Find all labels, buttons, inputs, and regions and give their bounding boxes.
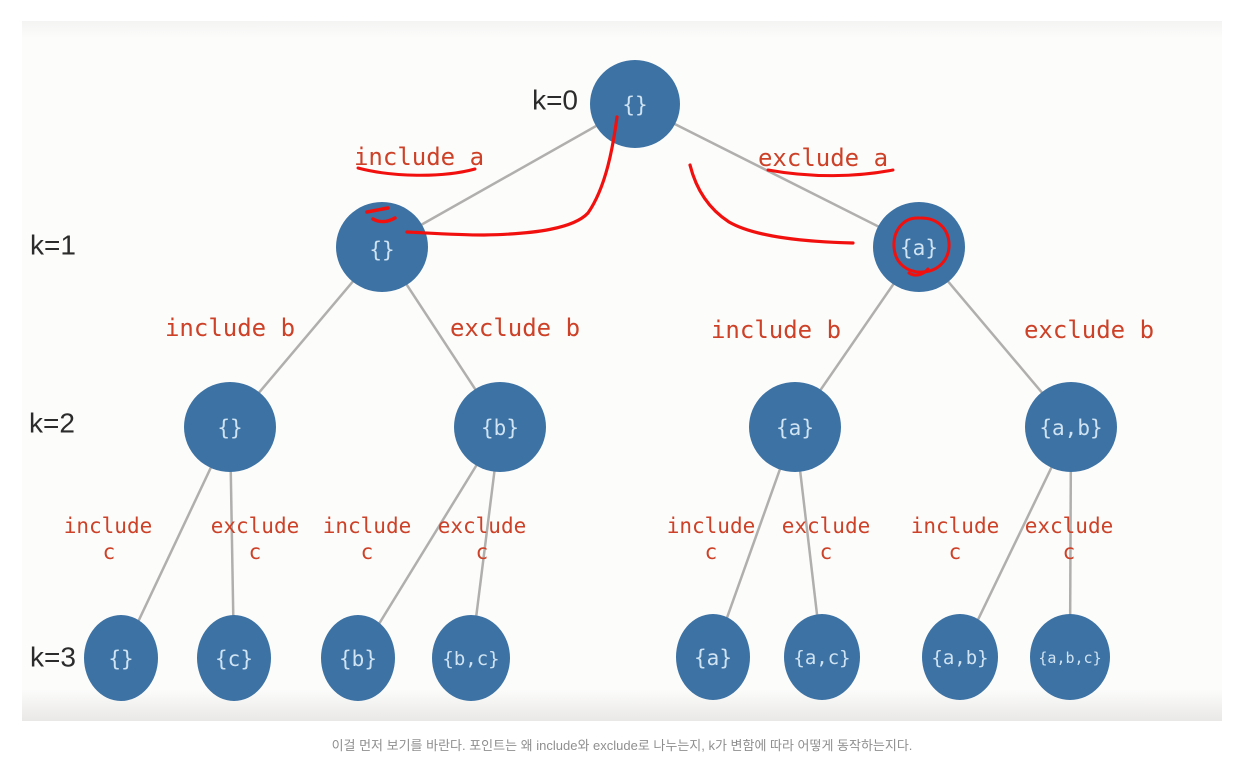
node-label: {c} — [215, 647, 253, 671]
node-label: {a,b} — [931, 647, 988, 669]
level-label-k1: k=1 — [30, 230, 76, 261]
edge-root-k1right — [634, 102, 920, 249]
figure-caption: 이걸 먼저 보기를 바란다. 포인트는 왜 include와 exclude로 … — [331, 738, 913, 753]
branch-label-include-c-1: include c — [64, 514, 153, 564]
branch-label-include-b-left: include b — [165, 314, 295, 342]
node-label: {} — [217, 416, 242, 440]
tree-node-k3-7: {a,b} — [922, 614, 998, 700]
tree-node-k2-2: {b} — [454, 382, 546, 472]
node-circle — [454, 382, 546, 472]
level-label-k0: k=0 — [532, 85, 578, 116]
level-labels: k=0 k=1 k=2 k=3 — [29, 85, 578, 673]
branch-item: c — [476, 540, 489, 564]
node-circle — [922, 614, 998, 700]
tree-node-k2-1: {} — [184, 382, 276, 472]
node-circle — [590, 60, 680, 148]
tree-node-k1-right: {a} — [873, 202, 965, 292]
tree-nodes: {} {} {a} {} {b} {a} {a,b} {} — [84, 60, 1117, 701]
branch-label-exclude-b-right: exclude b — [1024, 316, 1154, 344]
node-label: {a,b,c} — [1038, 649, 1101, 667]
node-circle — [1030, 614, 1110, 700]
branch-label-exclude-a: exclude a — [758, 144, 888, 172]
node-label: {a} — [694, 646, 732, 670]
branch-word: include — [911, 514, 1000, 538]
tree-node-k3-2: {c} — [197, 615, 271, 701]
node-label: {a} — [900, 236, 938, 260]
branch-word: exclude — [1025, 514, 1114, 538]
red-circle-tail — [907, 267, 930, 277]
branch-label-exclude-c-1: exclude c — [211, 514, 300, 564]
node-circle — [784, 614, 860, 700]
red-underline-include-a — [356, 166, 477, 177]
node-label: {b} — [339, 647, 377, 671]
node-label: {a} — [776, 416, 814, 440]
red-pen-annotations — [356, 115, 951, 277]
node-circle — [749, 382, 841, 472]
red-tick-upper — [365, 206, 390, 214]
red-tick-lower — [371, 216, 397, 224]
branch-label-exclude-c-2: exclude c — [438, 514, 527, 564]
node-label: {b,c} — [442, 648, 499, 670]
node-circle — [336, 202, 428, 292]
tree-node-k3-4: {b,c} — [432, 615, 510, 701]
branch-word: include — [323, 514, 412, 538]
subset-tree-diagram: {} {} {a} {} {b} {a} {a,b} {} — [29, 60, 1154, 701]
node-circle — [321, 615, 395, 701]
tree-node-k3-8: {a,b,c} — [1030, 614, 1110, 700]
red-stroke-root-to-left — [405, 115, 619, 237]
branch-word: include — [64, 514, 153, 538]
node-circle — [197, 615, 271, 701]
node-circle — [184, 382, 276, 472]
node-label: {} — [108, 647, 133, 671]
branch-label-include-c-4: include c — [911, 514, 1000, 564]
tree-node-k3-3: {b} — [321, 615, 395, 701]
tree-node-k3-6: {a,c} — [784, 614, 860, 700]
tree-node-k3-1: {} — [84, 615, 158, 701]
branch-item: c — [1063, 540, 1076, 564]
level-label-k3: k=3 — [30, 642, 76, 673]
branch-item: c — [249, 540, 262, 564]
edge-root-k1left — [381, 102, 636, 249]
node-circle — [432, 615, 510, 701]
node-circle — [676, 614, 750, 700]
branch-label-include-c-3: include c — [667, 514, 756, 564]
tree-node-k3-5: {a} — [676, 614, 750, 700]
branch-word: exclude — [211, 514, 300, 538]
tree-node-k2-4: {a,b} — [1025, 382, 1117, 472]
node-circle — [1025, 382, 1117, 472]
branch-word: include — [667, 514, 756, 538]
node-circle — [84, 615, 158, 701]
branch-word: exclude — [438, 514, 527, 538]
branch-item: c — [820, 540, 833, 564]
branch-label-exclude-b-left: exclude b — [450, 314, 580, 342]
node-label: {a,c} — [793, 647, 850, 669]
tree-edges — [119, 102, 1073, 659]
slide-image: {} {} {a} {} {b} {a} {a,b} {} — [22, 21, 1222, 721]
branch-label-include-a: include a — [354, 143, 484, 171]
level-label-k2: k=2 — [29, 408, 75, 439]
branch-word: exclude — [782, 514, 871, 538]
node-label: {} — [622, 93, 647, 117]
tree-node-root: {} — [590, 60, 680, 148]
red-underline-exclude-a — [766, 168, 895, 178]
branch-item: c — [361, 540, 374, 564]
tree-node-k2-3: {a} — [749, 382, 841, 472]
branch-label-exclude-c-3: exclude c — [782, 514, 871, 564]
branch-labels: include a exclude a include b exclude b … — [64, 143, 1154, 564]
node-label: {b} — [481, 416, 519, 440]
branch-label-include-c-2: include c — [323, 514, 412, 564]
red-stroke-root-to-right — [688, 163, 855, 245]
branch-item: c — [103, 540, 116, 564]
tree-node-k1-left: {} — [336, 202, 428, 292]
node-label: {a,b} — [1039, 416, 1102, 440]
branch-item: c — [705, 540, 718, 564]
branch-label-include-b-right: include b — [711, 316, 841, 344]
node-label: {} — [369, 238, 394, 262]
branch-item: c — [949, 540, 962, 564]
branch-label-exclude-c-4: exclude c — [1025, 514, 1114, 564]
